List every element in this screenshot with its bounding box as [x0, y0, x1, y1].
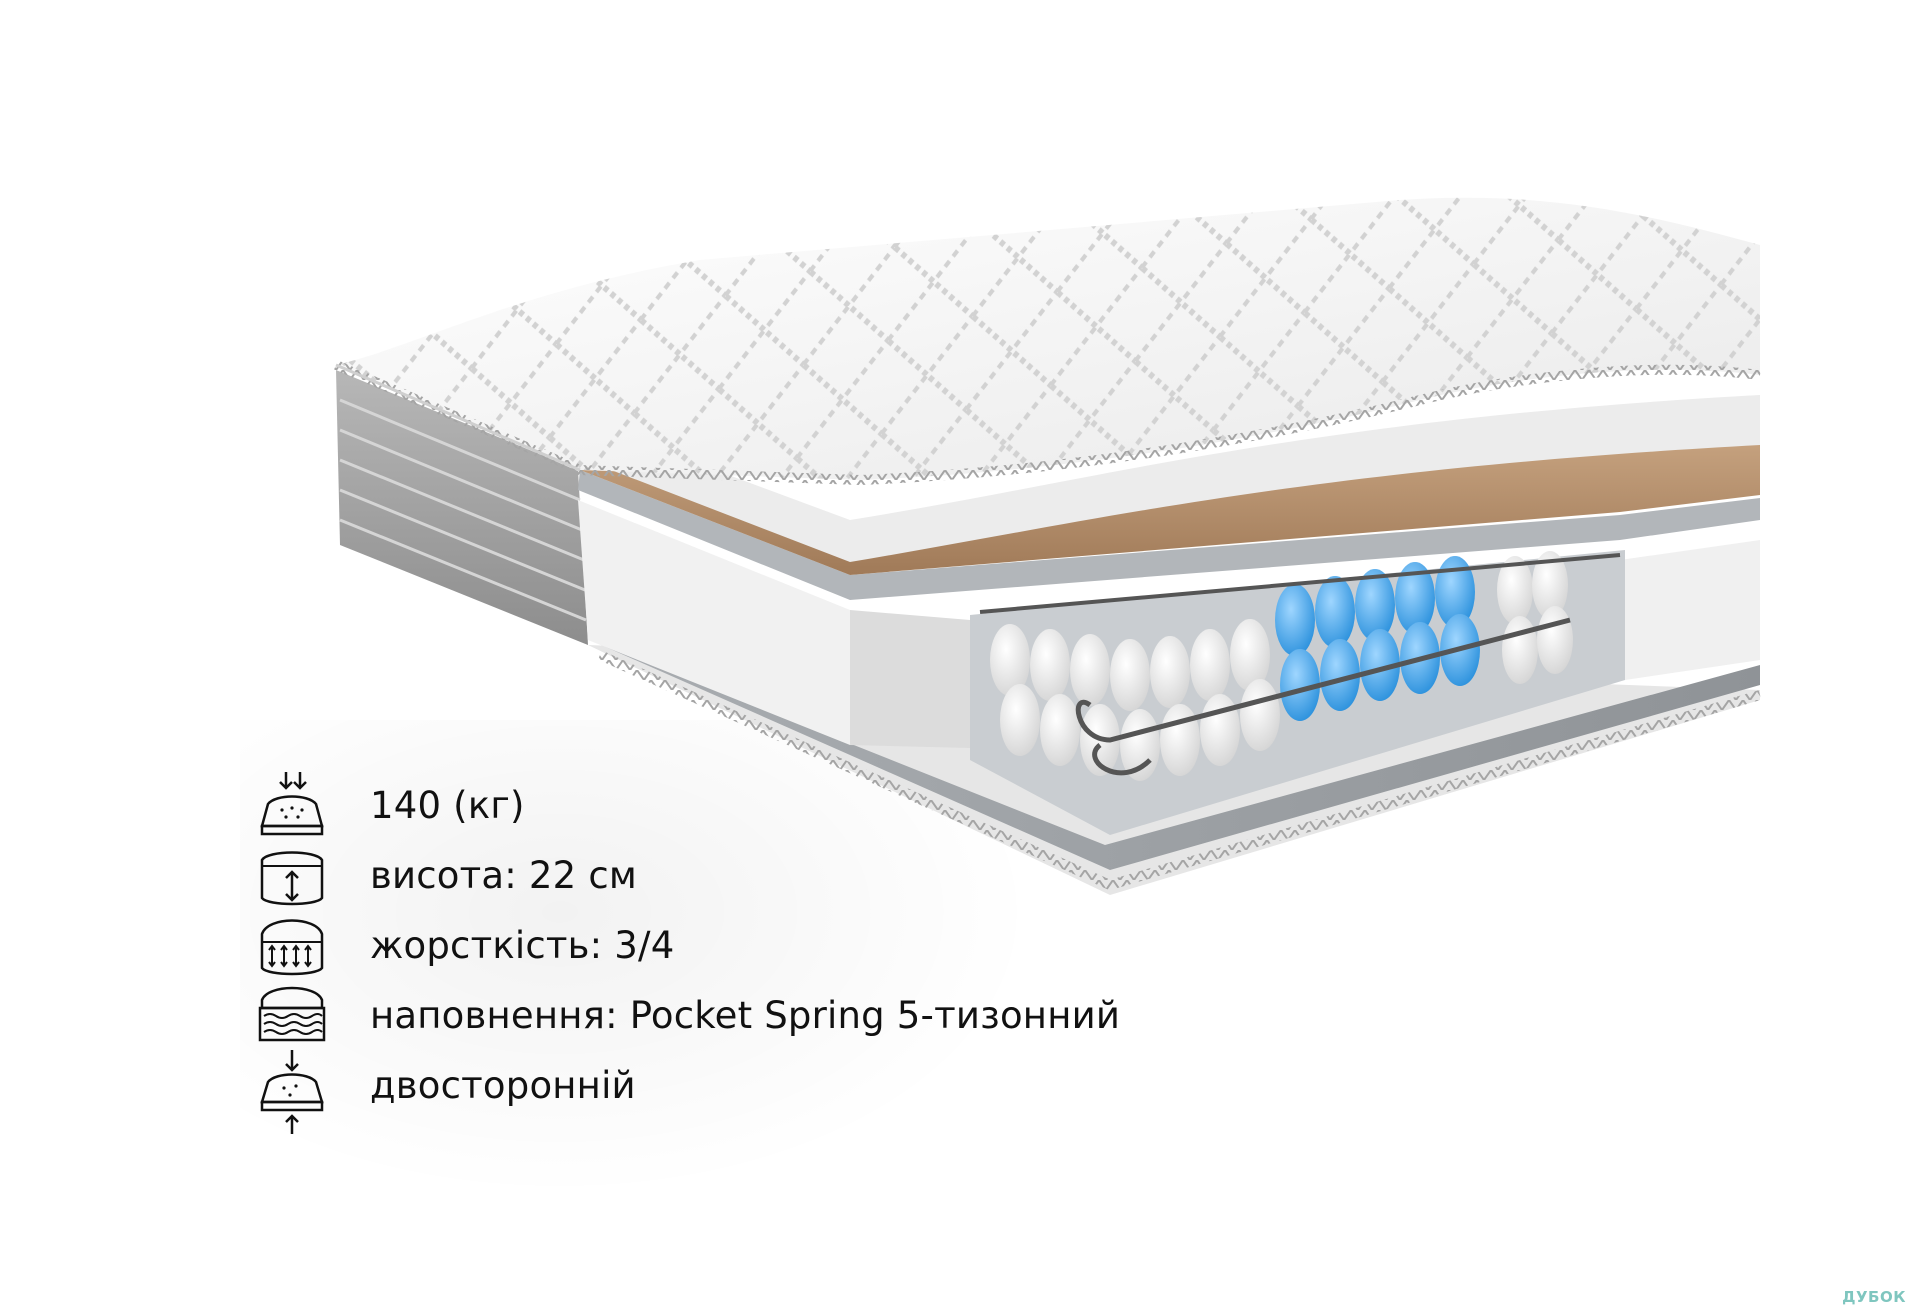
filling-icon [258, 986, 326, 1042]
two-sided-icon [260, 1050, 324, 1134]
height-icon [260, 851, 324, 906]
spec-max-load-label: 140 (кг) [370, 784, 525, 827]
max-load-icon [260, 772, 324, 836]
spec-height: висота: 22 см [256, 840, 1256, 910]
spec-firmness-label: жорсткість: 3/4 [370, 924, 675, 967]
firmness-icon [260, 919, 324, 976]
spec-firmness: жорсткість: 3/4 [256, 910, 1256, 980]
spec-filling-label: наповнення: Pocket Spring 5-тизонний [370, 994, 1121, 1037]
spec-filling: наповнення: Pocket Spring 5-тизонний [256, 980, 1256, 1050]
spec-max-load: 140 (кг) [256, 770, 1256, 840]
floor-shadow [240, 720, 1040, 1200]
spec-height-label: висота: 22 см [370, 854, 637, 897]
pocket-springs [979, 551, 1621, 781]
watermark-logo: ДУБОК [1842, 1288, 1906, 1306]
spec-two-sided: двосторонній [256, 1050, 1256, 1134]
spec-two-sided-label: двосторонній [370, 1064, 636, 1107]
